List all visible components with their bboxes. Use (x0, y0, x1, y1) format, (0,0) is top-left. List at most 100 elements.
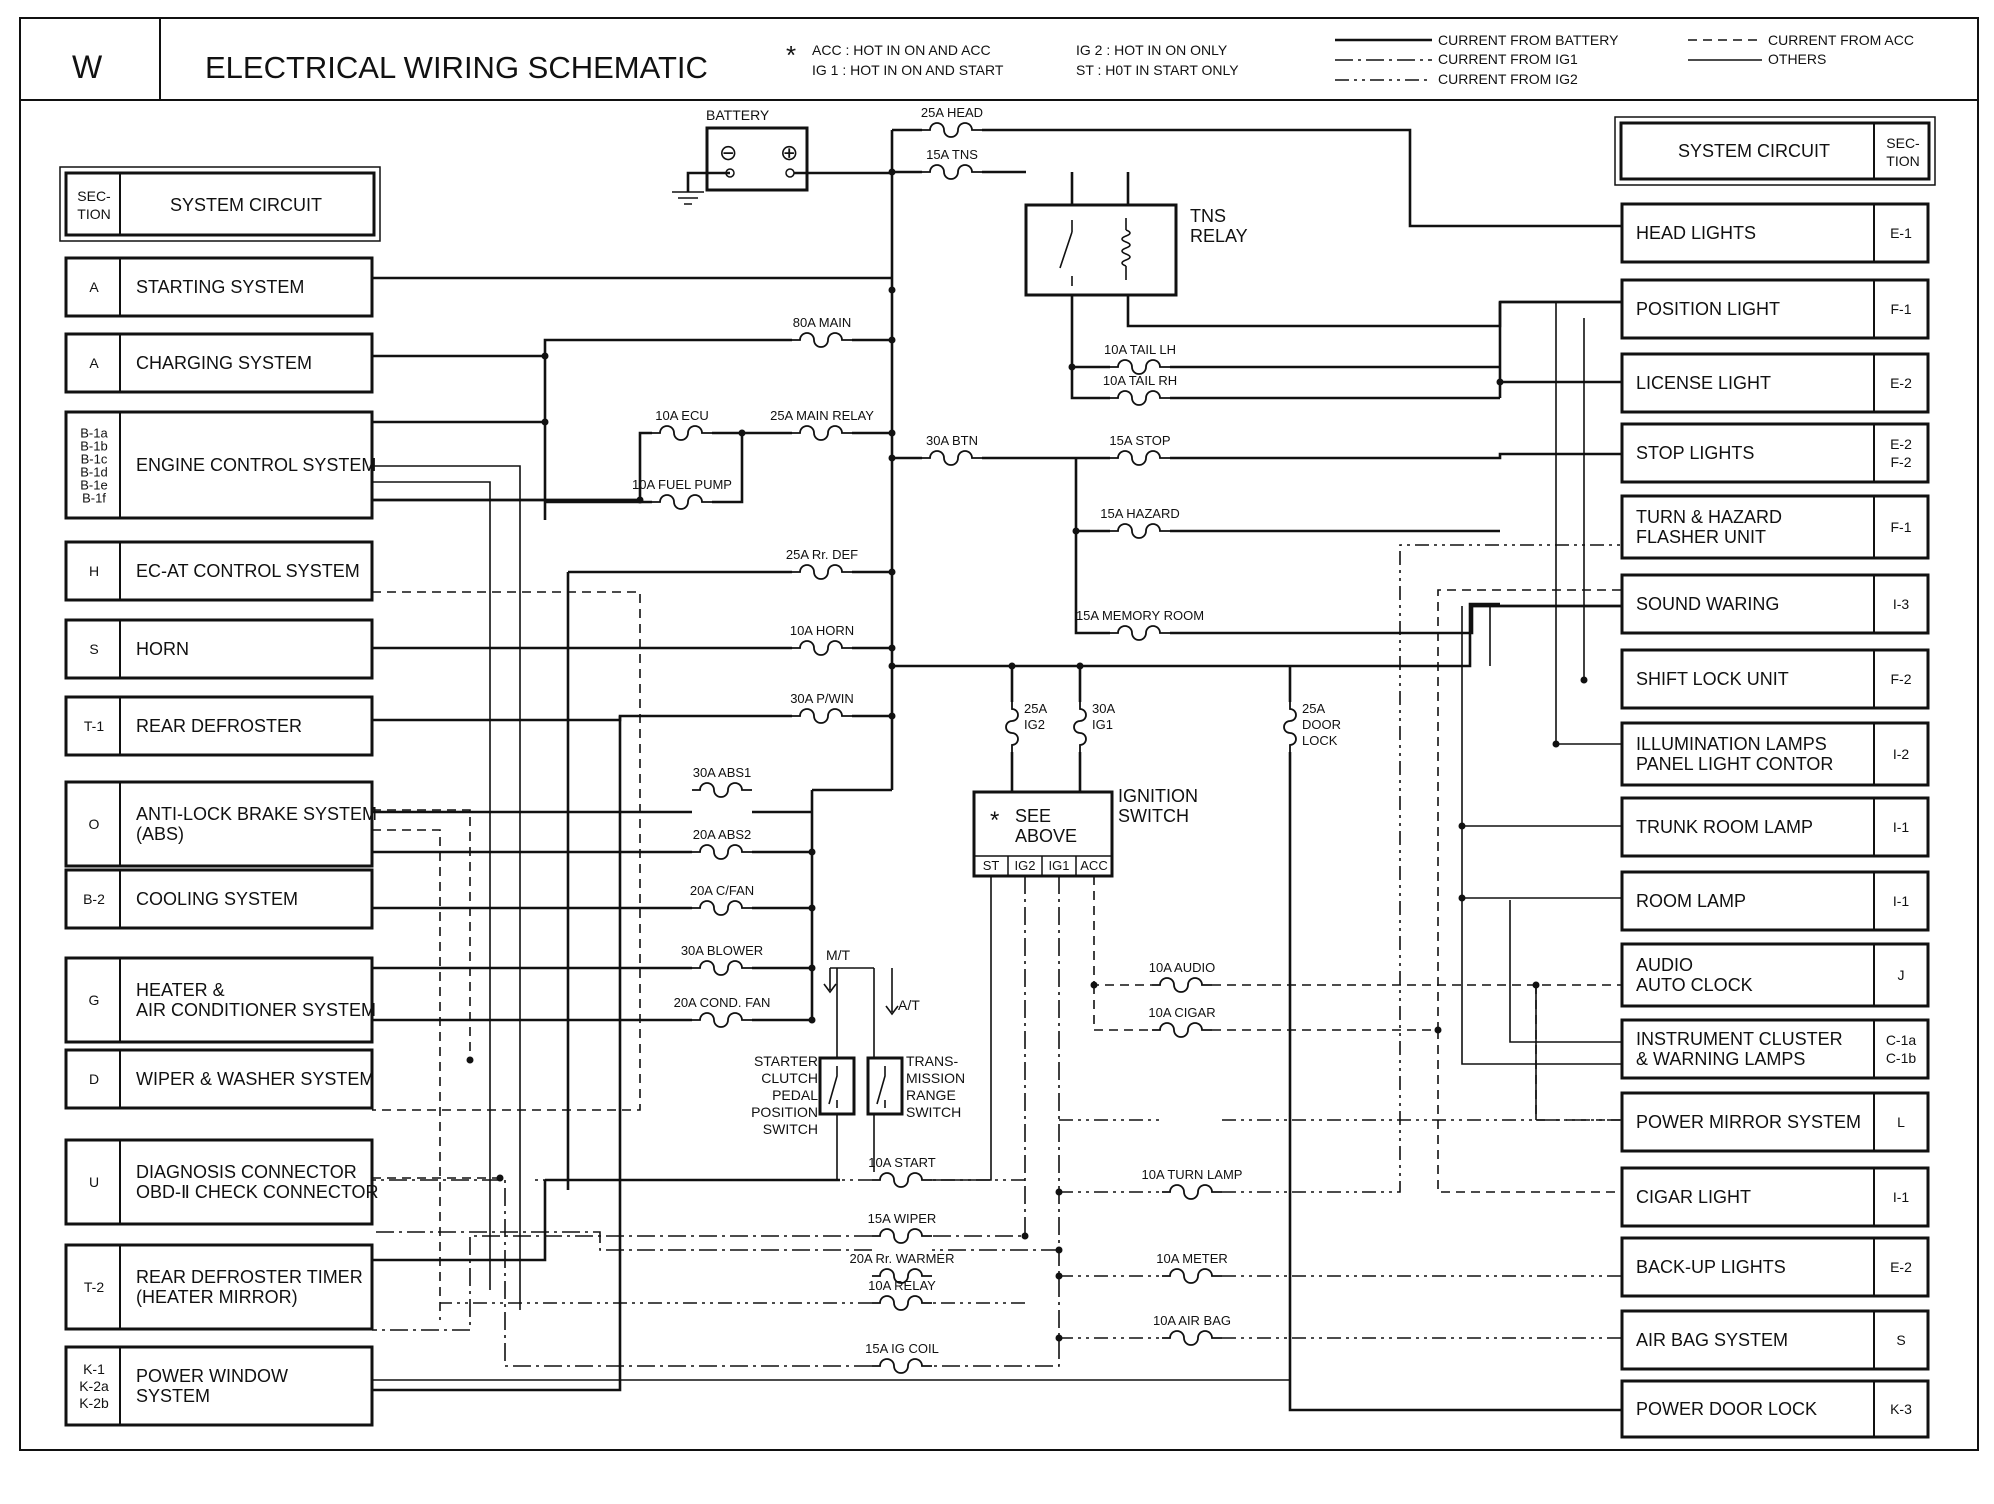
fuse-label: 15A IG COIL (865, 1341, 939, 1356)
fuse-icon (692, 960, 752, 976)
right-system-name: SHIFT LOCK UNIT (1636, 669, 1789, 689)
note-acc: ACC : HOT IN ON AND ACC (812, 42, 991, 58)
fuse-icon (1005, 702, 1019, 752)
fuse-icon (1110, 523, 1170, 539)
fuse-label: IG1 (1092, 717, 1113, 732)
fuse-label: 30A BTN (926, 433, 978, 448)
fuse-label: 10A TAIL LH (1104, 342, 1176, 357)
left-section-code: B-1c (81, 452, 108, 467)
header: W ELECTRICAL WIRING SCHEMATIC * ACC : HO… (19, 17, 1979, 1451)
fuse-label: 10A ECU (655, 408, 708, 423)
fuse-wiper: 15A WIPER (868, 1211, 936, 1244)
left-system-name: (HEATER MIRROR) (136, 1287, 298, 1307)
left-section-code: B-1f (82, 491, 106, 506)
fuse-abs2: 20A ABS2 (692, 827, 752, 860)
fuse-icon (1073, 702, 1087, 752)
fuse-label: LOCK (1302, 733, 1338, 748)
fuse-label: 30A P/WIN (790, 691, 854, 706)
left-section-code: B-1a (80, 426, 108, 441)
fuse-abs1: 30A ABS1 (692, 765, 752, 798)
fuse-main-relay: 25A MAIN RELAY (770, 408, 874, 441)
fuse-cond-fan: 20A COND. FAN (674, 995, 770, 1028)
fuse-label: 30A BLOWER (681, 943, 763, 958)
left-section-code: K-2a (79, 1378, 109, 1394)
fuse-label: 15A TNS (926, 147, 978, 162)
left-section-code: A (89, 279, 99, 295)
fuse-label: 80A MAIN (793, 315, 852, 330)
right-section-code: F-2 (1891, 671, 1912, 687)
right-system-name: AIR BAG SYSTEM (1636, 1330, 1788, 1350)
fuse-label: 25A HEAD (921, 105, 983, 120)
left-system-charging-system: A CHARGING SYSTEM (64, 332, 374, 394)
fuse-label: 10A CIGAR (1148, 1005, 1215, 1020)
right-system-name: TRUNK ROOM LAMP (1636, 817, 1813, 837)
right-section-code: E-2 (1890, 375, 1912, 391)
right-section-code: I-1 (1893, 893, 1910, 909)
fuse-layer: 25A HEAD 15A TNS 80A MAIN 10A ECU 25A MAIN R… (632, 105, 1341, 1374)
fuse-icon (922, 122, 982, 138)
left-system-name: CHARGING SYSTEM (136, 353, 312, 373)
ignition-terminal-st: ST (983, 858, 1000, 873)
right-section-code: L (1897, 1114, 1905, 1130)
left-section-code: B-2 (83, 891, 105, 907)
fuse-label: 15A STOP (1109, 433, 1170, 448)
left-section-code: U (89, 1174, 99, 1190)
fuse-label: 10A RELAY (868, 1278, 936, 1293)
fuse-stop: 15A STOP (1109, 433, 1171, 466)
right-system-name: ILLUMINATION LAMPS (1636, 734, 1827, 754)
starter-label-2: CLUTCH (761, 1070, 818, 1086)
left-system-name: WIPER & WASHER SYSTEM (136, 1069, 374, 1089)
right-system-name: & WARNING LAMPS (1636, 1049, 1805, 1069)
fuse-icon (792, 332, 852, 348)
fuse-icon (692, 782, 752, 798)
legend-battery: CURRENT FROM BATTERY (1438, 32, 1619, 48)
ignition-terminal-acc: ACC (1080, 858, 1107, 873)
starter-switches: M/T A/T STARTER CLUTCH PEDAL POSITION SW… (751, 947, 965, 1137)
left-system-name: OBD-Ⅱ CHECK CONNECTOR (136, 1182, 379, 1202)
left-section-code: A (89, 355, 99, 371)
ignition-see-2: ABOVE (1015, 826, 1077, 846)
right-system-name: SOUND WARING (1636, 594, 1779, 614)
ignition-see-1: SEE (1015, 806, 1051, 826)
left-system-name: COOLING SYSTEM (136, 889, 298, 909)
right-header-section-2: TION (1886, 153, 1919, 169)
battery: BATTERY ⊖ ⊕ (672, 107, 892, 205)
right-system-name: PANEL LIGHT CONTOR (1636, 754, 1833, 774)
left-section-code: B-1d (80, 465, 107, 480)
fuse-icon (922, 164, 982, 180)
relay-coil-icon (1121, 218, 1131, 280)
fuse-label: IG2 (1024, 717, 1045, 732)
fuse-blower: 30A BLOWER (681, 943, 763, 976)
fuse-air-bag: 10A AIR BAG (1153, 1313, 1231, 1346)
right-section-code: C-1b (1886, 1050, 1917, 1066)
left-system-cooling-system: B-2 COOLING SYSTEM (64, 868, 374, 930)
fuse-btn: 30A BTN (922, 433, 982, 466)
right-system-name: POWER MIRROR SYSTEM (1636, 1112, 1861, 1132)
right-section-code: F-1 (1891, 301, 1912, 317)
at-arrow-icon (885, 968, 899, 1016)
fuse-label: 25A (1024, 701, 1047, 716)
left-system-name: HORN (136, 639, 189, 659)
right-system-power-mirror-system: POWER MIRROR SYSTEM L (1620, 1091, 1930, 1153)
right-section-code: I-2 (1893, 746, 1910, 762)
right-system-instrument-cluster-warning-lamps: INSTRUMENT CLUSTER& WARNING LAMPSC-1aC-1… (1620, 1018, 1930, 1080)
trans-label-2: MISSION (906, 1070, 965, 1086)
fuse-label: 10A START (868, 1155, 935, 1170)
fuse-icon (1152, 1022, 1212, 1038)
fuse-label: 10A AUDIO (1149, 960, 1215, 975)
fuse-memory: 15A MEMORY ROOM (1076, 608, 1204, 641)
fuse-turn-lamp: 10A TURN LAMP (1142, 1167, 1242, 1200)
right-system-name: FLASHER UNIT (1636, 527, 1766, 547)
fuse-icon (652, 494, 712, 510)
